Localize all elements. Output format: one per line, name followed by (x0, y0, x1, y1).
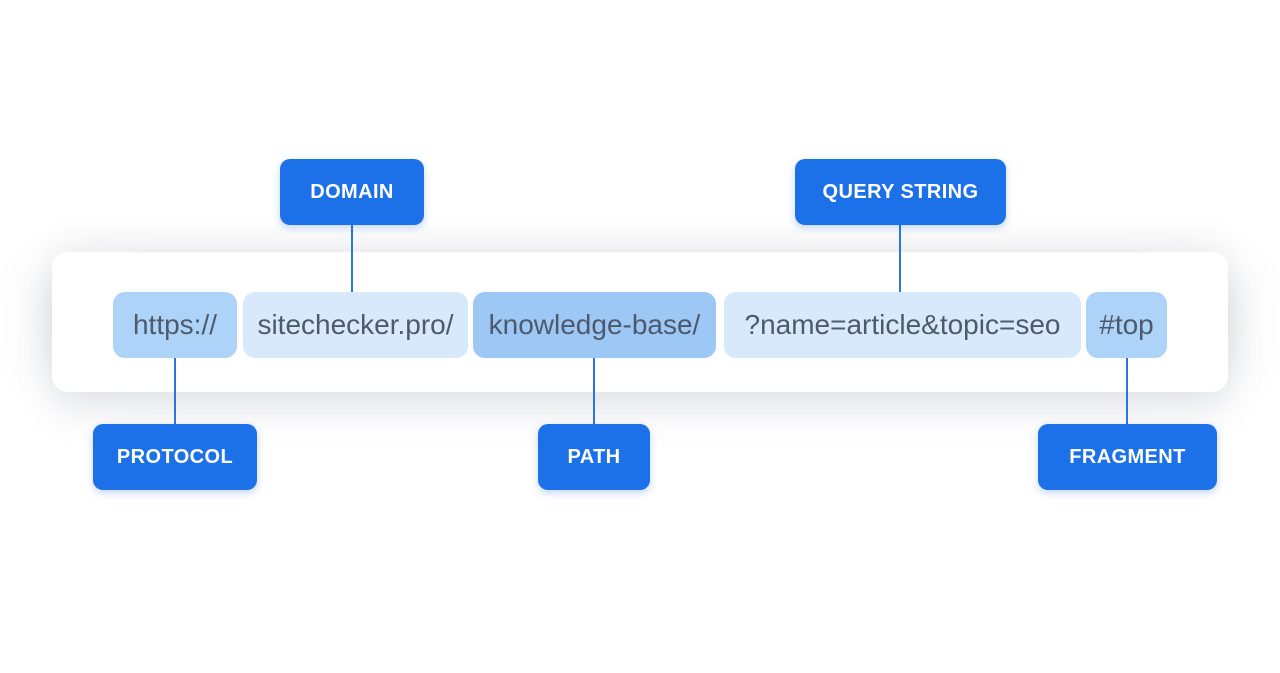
label-protocol: PROTOCOL (93, 424, 257, 490)
connector-line-query-string (899, 225, 901, 292)
connector-line-path (593, 358, 595, 424)
url-segment-fragment: #top (1086, 292, 1167, 358)
url-segment-path: knowledge-base/ (473, 292, 716, 358)
connector-line-fragment (1126, 358, 1128, 424)
label-path: PATH (538, 424, 650, 490)
url-segment-domain: sitechecker.pro/ (243, 292, 468, 358)
label-fragment: FRAGMENT (1038, 424, 1217, 490)
label-query-string: QUERY STRING (795, 159, 1006, 225)
label-domain: DOMAIN (280, 159, 424, 225)
url-segment-query-string: ?name=article&topic=seo (724, 292, 1081, 358)
url-segment-protocol: https:// (113, 292, 237, 358)
connector-line-protocol (174, 358, 176, 424)
connector-line-domain (351, 225, 353, 292)
